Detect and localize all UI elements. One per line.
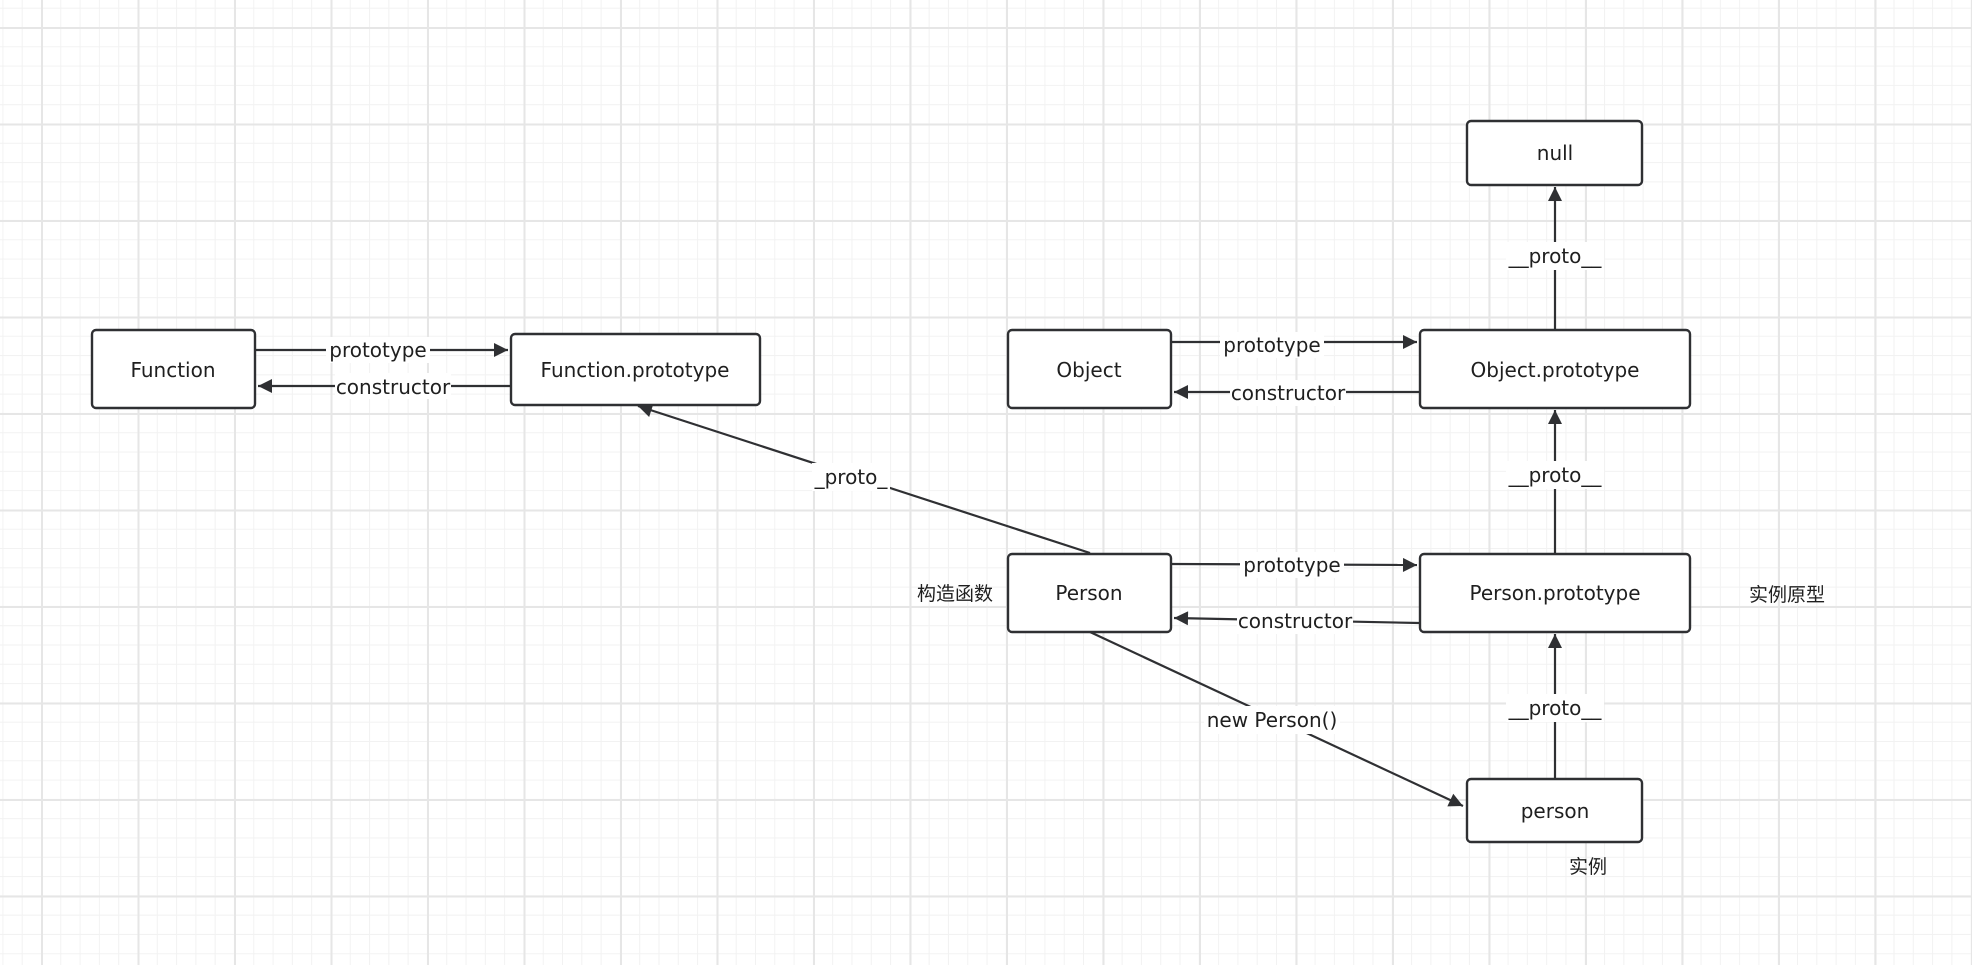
svg-text:Object.prototype: Object.prototype [1471, 358, 1640, 382]
label-instance-proto: __proto__ [1506, 694, 1604, 722]
svg-text:Function: Function [130, 358, 215, 382]
label-function-constructor: constructor [335, 373, 451, 399]
node-person[interactable]: Person [1006, 552, 1173, 634]
svg-text:prototype: prototype [329, 338, 426, 362]
note-instance-prototype: 实例原型 [1749, 584, 1825, 606]
svg-text:prototype: prototype [1223, 333, 1320, 357]
label-person-prototype: prototype [1240, 552, 1344, 578]
svg-text:prototype: prototype [1243, 553, 1340, 577]
svg-text:constructor: constructor [1231, 381, 1346, 405]
note-instance: 实例 [1569, 856, 1607, 878]
node-person-instance[interactable]: person [1465, 777, 1644, 844]
note-constructor: 构造函数 [917, 583, 993, 605]
label-person-constructor: constructor [1237, 608, 1353, 634]
svg-text:person: person [1521, 799, 1590, 823]
node-object[interactable]: Object [1006, 328, 1173, 410]
svg-text:constructor: constructor [336, 375, 451, 399]
svg-text:_proto_: _proto_ [814, 465, 889, 489]
svg-text:__proto__: __proto__ [1508, 244, 1603, 268]
node-function-prototype[interactable]: Function.prototype [509, 332, 762, 407]
node-person-prototype[interactable]: Person.prototype [1418, 552, 1692, 634]
label-new-person: new Person() [1204, 706, 1340, 734]
node-null[interactable]: null [1465, 119, 1644, 187]
svg-text:new Person(): new Person() [1207, 708, 1338, 732]
svg-text:__proto__: __proto__ [1508, 463, 1603, 487]
svg-text:Person: Person [1055, 581, 1122, 605]
label-function-prototype: prototype [326, 337, 430, 363]
node-object-prototype[interactable]: Object.prototype [1418, 328, 1692, 410]
label-person-to-function-prototype: _proto_ [812, 463, 890, 491]
svg-text:Person.prototype: Person.prototype [1469, 581, 1640, 605]
label-object-prototype: prototype [1220, 332, 1324, 358]
svg-text:Function.prototype: Function.prototype [541, 358, 730, 382]
node-function[interactable]: Function [90, 328, 257, 410]
svg-text:null: null [1537, 141, 1573, 165]
label-object-constructor: constructor [1230, 380, 1346, 406]
label-person-prototype-to-object-prototype: __proto__ [1506, 461, 1604, 489]
label-object-prototype-to-null: __proto__ [1506, 242, 1604, 270]
svg-text:constructor: constructor [1238, 609, 1353, 633]
svg-text:Object: Object [1056, 358, 1121, 382]
svg-text:__proto__: __proto__ [1508, 696, 1603, 720]
